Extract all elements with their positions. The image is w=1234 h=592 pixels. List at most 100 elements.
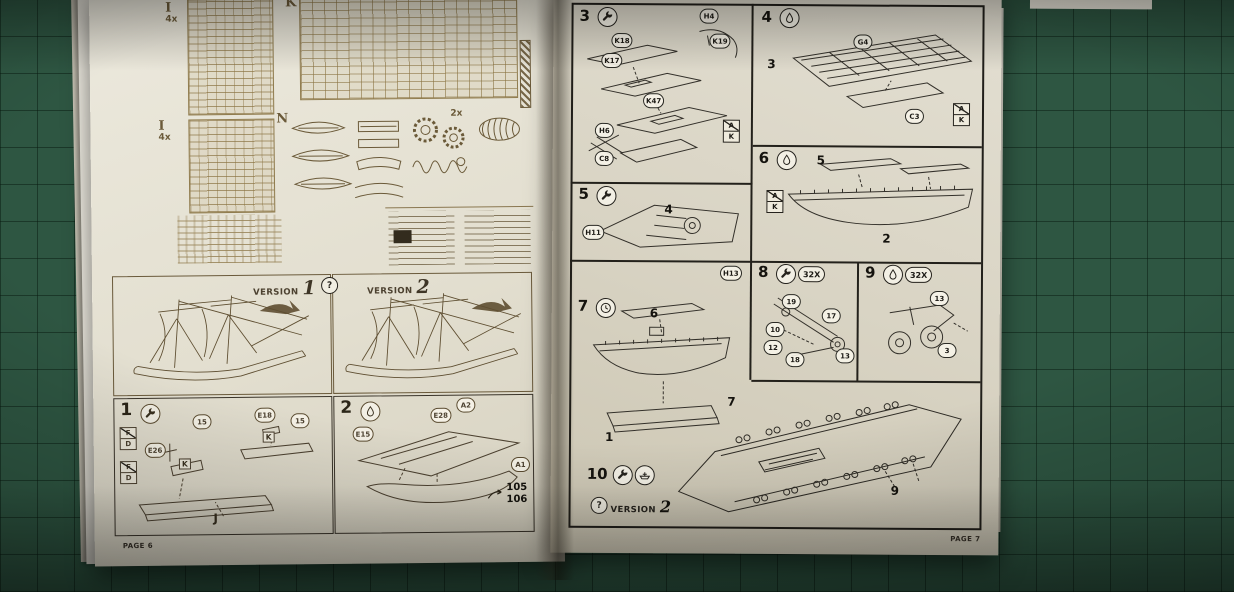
part-callout: 19 (781, 294, 801, 310)
sprue-k-diagram (299, 0, 519, 101)
sprue-quantity: 4x (158, 132, 171, 143)
step2-assembly-illustration (356, 431, 521, 504)
gear-wheel-illustration (412, 117, 438, 143)
part-callout: 17 (821, 308, 841, 324)
wrench-icon (597, 6, 618, 28)
step1-panel: 1 F D F D E26 (113, 395, 334, 537)
clock-icon (595, 297, 616, 319)
ship-bow-rigging-illustration (133, 295, 309, 381)
sprue-letter: I (158, 118, 165, 134)
part-callout: 12 (763, 339, 783, 356)
shaded-part-symbol (393, 230, 412, 244)
sprue-edge-hatch (519, 39, 532, 108)
flag-letter: K (767, 200, 783, 213)
version-flag-ak: A K (766, 189, 784, 214)
part-number: 2 (882, 231, 891, 246)
ship-bow-rigging-illustration (345, 293, 521, 379)
sprue-group-i2-label: I 4x (158, 118, 171, 144)
version-flag-ak: A K (722, 119, 740, 143)
part-callout: 3 (937, 342, 957, 359)
version1-panel: VERSION 1 (111, 273, 333, 397)
step2-number: 2 (340, 397, 353, 418)
step8-number: 8 (757, 262, 769, 281)
part-callout: E18 (254, 407, 276, 423)
part-callout: 10 (765, 321, 785, 338)
part-callout: C3 (904, 108, 925, 124)
part-callout: 13 (929, 290, 949, 307)
coil-illustration (478, 117, 520, 141)
sprue-group-n-label: N (276, 111, 289, 127)
version2-panel: VERSION 2 (331, 271, 534, 394)
parts-note-table (385, 205, 534, 269)
step6-number: 6 (758, 148, 770, 167)
version-flag-ak: A K (952, 103, 971, 127)
sprue-ref-box: K (178, 458, 191, 470)
version-question-badge: ? (590, 496, 608, 514)
left-page-number: PAGE 6 (122, 541, 153, 551)
glue-icon (882, 264, 904, 285)
page-turn-arrow-icon (487, 488, 502, 499)
small-parts-rows (177, 214, 282, 264)
part-number: 4 (664, 202, 673, 217)
curved-arrow (259, 300, 300, 315)
right-page-number: PAGE 7 (950, 535, 981, 544)
curved-arrow (471, 297, 512, 312)
part-callout: 15 (290, 413, 310, 429)
step5-bow-deck-illustration (599, 204, 739, 248)
part-label-j: J (213, 511, 219, 526)
part-callout: C8 (594, 150, 614, 167)
part-callout: K19 (709, 33, 731, 49)
part-callout: E15 (352, 426, 374, 442)
part-callout: K17 (601, 52, 623, 69)
part-callout: G4 (853, 34, 873, 50)
step9-wheel-bogie-illustration (888, 304, 968, 355)
part-callout: K18 (611, 32, 633, 49)
step1-number: 1 (120, 400, 133, 421)
ref-page-number: 106 (506, 493, 528, 505)
step2-panel: 2 E15 E28 A2 A1 (333, 393, 535, 534)
sprue-quantity: 4x (165, 14, 178, 25)
step10-number: 10 (586, 464, 608, 483)
sprue-ref-box: K (262, 431, 275, 443)
part-callout: 15 (192, 414, 212, 430)
gears-quantity-label: 2x (450, 108, 463, 119)
ship-hull-icon (634, 465, 655, 486)
sprue-group-i1-label: I 4x (165, 0, 178, 26)
version-word: VERSION (610, 504, 656, 516)
part-callout: H4 (699, 8, 719, 24)
flag-letter: A (954, 104, 969, 114)
multiplier-badge: 32X (797, 266, 826, 283)
part-number: 3 (767, 56, 776, 71)
fine-print-column (464, 209, 531, 265)
book-spine-shadow (536, 0, 574, 580)
step7-hull-and-stand-illustration (592, 302, 731, 433)
flag-letter: K (953, 114, 969, 126)
part-callout: E28 (430, 407, 452, 423)
version-question-badge: ? (321, 276, 339, 295)
step4-ramp-deck-illustration (792, 34, 973, 109)
flag-letter: D (120, 438, 136, 450)
step6-hull-illustration (787, 158, 974, 226)
part-number: 9 (890, 483, 900, 498)
part-number: 7 (727, 394, 736, 409)
part-callout: 13 (835, 348, 855, 364)
wrench-icon (612, 465, 633, 486)
step9-number: 9 (864, 263, 876, 282)
part-callout: H11 (582, 224, 604, 240)
part-callout: H13 (719, 265, 742, 281)
version-note: VERSION 2 (611, 497, 672, 516)
step3-number: 3 (579, 6, 591, 25)
wrench-icon (596, 185, 617, 207)
glue-icon (360, 401, 381, 422)
ref-page-number: 105 (506, 481, 528, 494)
manual-left-page: I 4x I 4x K N (89, 0, 565, 567)
sprue-i1-diagram (187, 0, 275, 116)
step5-number: 5 (578, 184, 589, 203)
sprue-letter: I (165, 0, 172, 16)
part-number: 6 (649, 306, 659, 321)
step4-number: 4 (761, 7, 773, 26)
manual-right-page: 3 H4 K18 K17 K19 K47 H6 C8 A K (550, 0, 1002, 556)
part-callout: 18 (785, 352, 805, 368)
flag-letter: F (121, 462, 136, 472)
part-number: 5 (816, 153, 826, 168)
